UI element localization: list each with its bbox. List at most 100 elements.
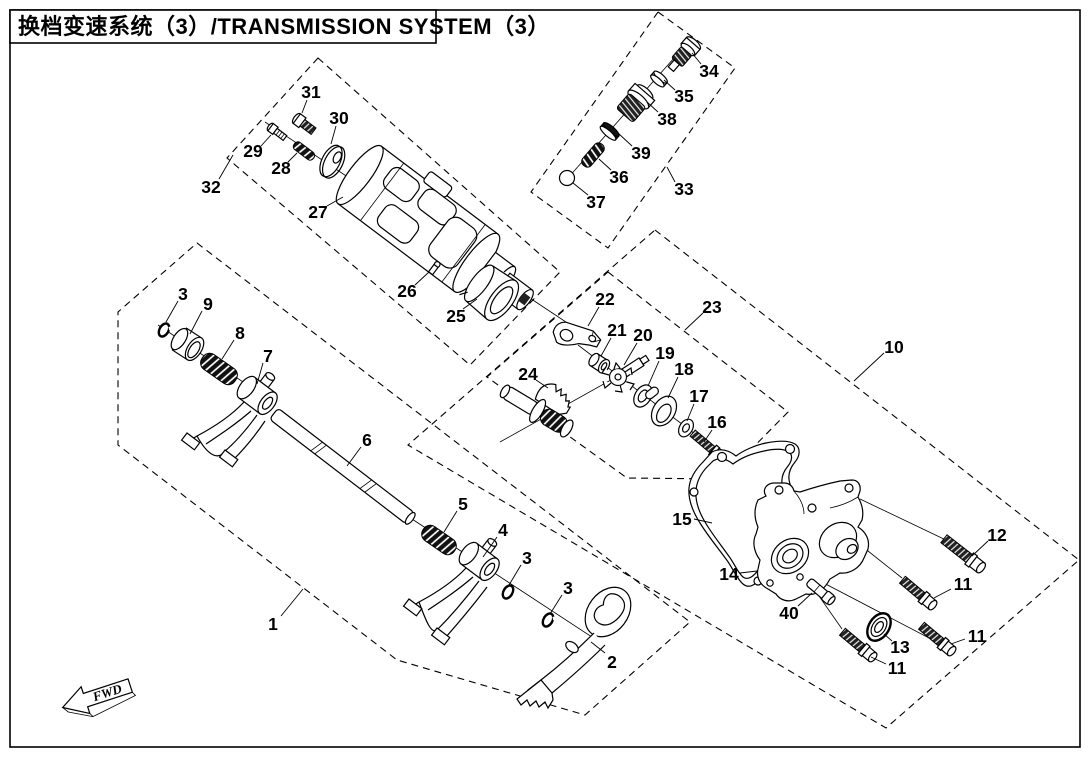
callout-13: 13 xyxy=(890,637,910,657)
part-28-spring xyxy=(292,141,316,161)
part-5-spring xyxy=(421,524,457,556)
part-13-oil-seal xyxy=(866,612,892,642)
callout-23: 23 xyxy=(702,297,722,317)
leader-line xyxy=(950,638,966,645)
callout-35: 35 xyxy=(674,86,694,106)
leader-line xyxy=(667,376,679,399)
callout-32: 32 xyxy=(201,177,221,197)
callout-26: 26 xyxy=(397,281,417,301)
callout-31: 31 xyxy=(301,82,321,102)
leader-line xyxy=(853,352,885,382)
part-38-plug xyxy=(616,82,656,122)
callout-labels: 1 2 3 3 3 4 5 6 7 8 9 10 11 11 11 12 13 … xyxy=(178,61,1007,678)
axis-line xyxy=(859,498,949,542)
callout-1: 1 xyxy=(268,614,278,634)
leader-line xyxy=(165,300,179,323)
callout-12: 12 xyxy=(987,525,1007,545)
part-17-washer xyxy=(677,418,695,438)
leader-line xyxy=(535,379,549,389)
leader-line xyxy=(739,570,758,574)
callout-18: 18 xyxy=(674,359,694,379)
callout-22: 22 xyxy=(595,289,615,309)
leader-line xyxy=(598,158,612,171)
part-25-bearing-cup xyxy=(459,263,520,322)
leader-line xyxy=(346,446,362,467)
leader-line xyxy=(508,564,522,586)
leader-line xyxy=(443,510,458,533)
group-box-1 xyxy=(117,242,691,716)
leader-line xyxy=(666,166,676,183)
callout-25: 25 xyxy=(446,306,466,326)
callout-5: 5 xyxy=(458,494,468,514)
part-35-washer xyxy=(650,70,668,88)
group-box-10 xyxy=(407,229,1080,729)
callout-27: 27 xyxy=(308,202,327,222)
group-box-33 xyxy=(530,11,736,249)
part-34-bolt xyxy=(667,36,702,73)
part-11-bolt-a xyxy=(898,575,938,611)
callout-3c: 3 xyxy=(563,578,573,598)
callout-15: 15 xyxy=(672,509,692,529)
part-4-shift-fork xyxy=(402,537,500,646)
leader-line xyxy=(617,132,633,147)
callout-2: 2 xyxy=(607,652,617,672)
page-title: 换档变速系统（3）/TRANSMISSION SYSTEM（3） xyxy=(18,14,550,39)
part-31-screw xyxy=(291,112,317,136)
callout-14: 14 xyxy=(719,564,739,584)
callout-11c: 11 xyxy=(888,658,907,678)
callout-30: 30 xyxy=(329,108,349,128)
callout-37: 37 xyxy=(586,192,605,212)
leader-line xyxy=(703,429,713,443)
part-7-shift-fork xyxy=(180,371,278,468)
leader-line xyxy=(646,101,659,113)
leader-line xyxy=(256,362,264,385)
callout-9: 9 xyxy=(203,294,213,314)
leader-line xyxy=(482,536,498,558)
leader-line xyxy=(260,134,272,147)
callout-33: 33 xyxy=(674,179,694,199)
callout-3b: 3 xyxy=(522,548,532,568)
part-2-shift-arm xyxy=(516,586,632,710)
leader-line xyxy=(549,594,563,615)
leader-line xyxy=(218,154,234,180)
leader-line xyxy=(462,298,478,310)
group-box-32 xyxy=(226,57,561,366)
leader-line xyxy=(600,337,612,357)
part-19-washer xyxy=(633,384,653,408)
callout-4: 4 xyxy=(498,520,508,540)
part-40-dowel-pin xyxy=(806,578,836,606)
callout-8: 8 xyxy=(235,323,245,343)
callout-36: 36 xyxy=(609,167,629,187)
callout-24: 24 xyxy=(518,364,538,384)
group-box-23 xyxy=(486,271,789,480)
callout-39: 39 xyxy=(631,143,651,163)
callout-20: 20 xyxy=(633,325,653,345)
part-30-washer xyxy=(319,144,346,179)
leader-line xyxy=(590,641,606,654)
leader-line xyxy=(693,518,713,524)
leader-line xyxy=(572,182,589,196)
leader-line xyxy=(663,79,676,91)
part-36-spring xyxy=(581,142,605,168)
callout-34: 34 xyxy=(699,61,719,81)
callout-19: 19 xyxy=(655,343,675,363)
leader-line xyxy=(414,271,430,286)
leader-line xyxy=(301,99,308,114)
callout-40: 40 xyxy=(779,603,799,623)
part-29-screw xyxy=(266,122,288,142)
leader-line xyxy=(280,588,304,617)
leader-line xyxy=(221,339,235,360)
part-9-cup xyxy=(170,327,205,362)
leader-line xyxy=(287,152,298,163)
leader-line xyxy=(623,342,638,366)
part-20-ratchet-gear xyxy=(601,354,650,393)
callout-21: 21 xyxy=(607,320,627,340)
part-22-stopper-arm xyxy=(552,321,602,348)
part-26-plug xyxy=(427,261,441,276)
callout-38: 38 xyxy=(657,109,677,129)
leader-line xyxy=(883,633,893,642)
page-border xyxy=(9,9,1081,748)
part-3-washer-c xyxy=(541,612,556,628)
part-6-shaft xyxy=(270,409,416,525)
